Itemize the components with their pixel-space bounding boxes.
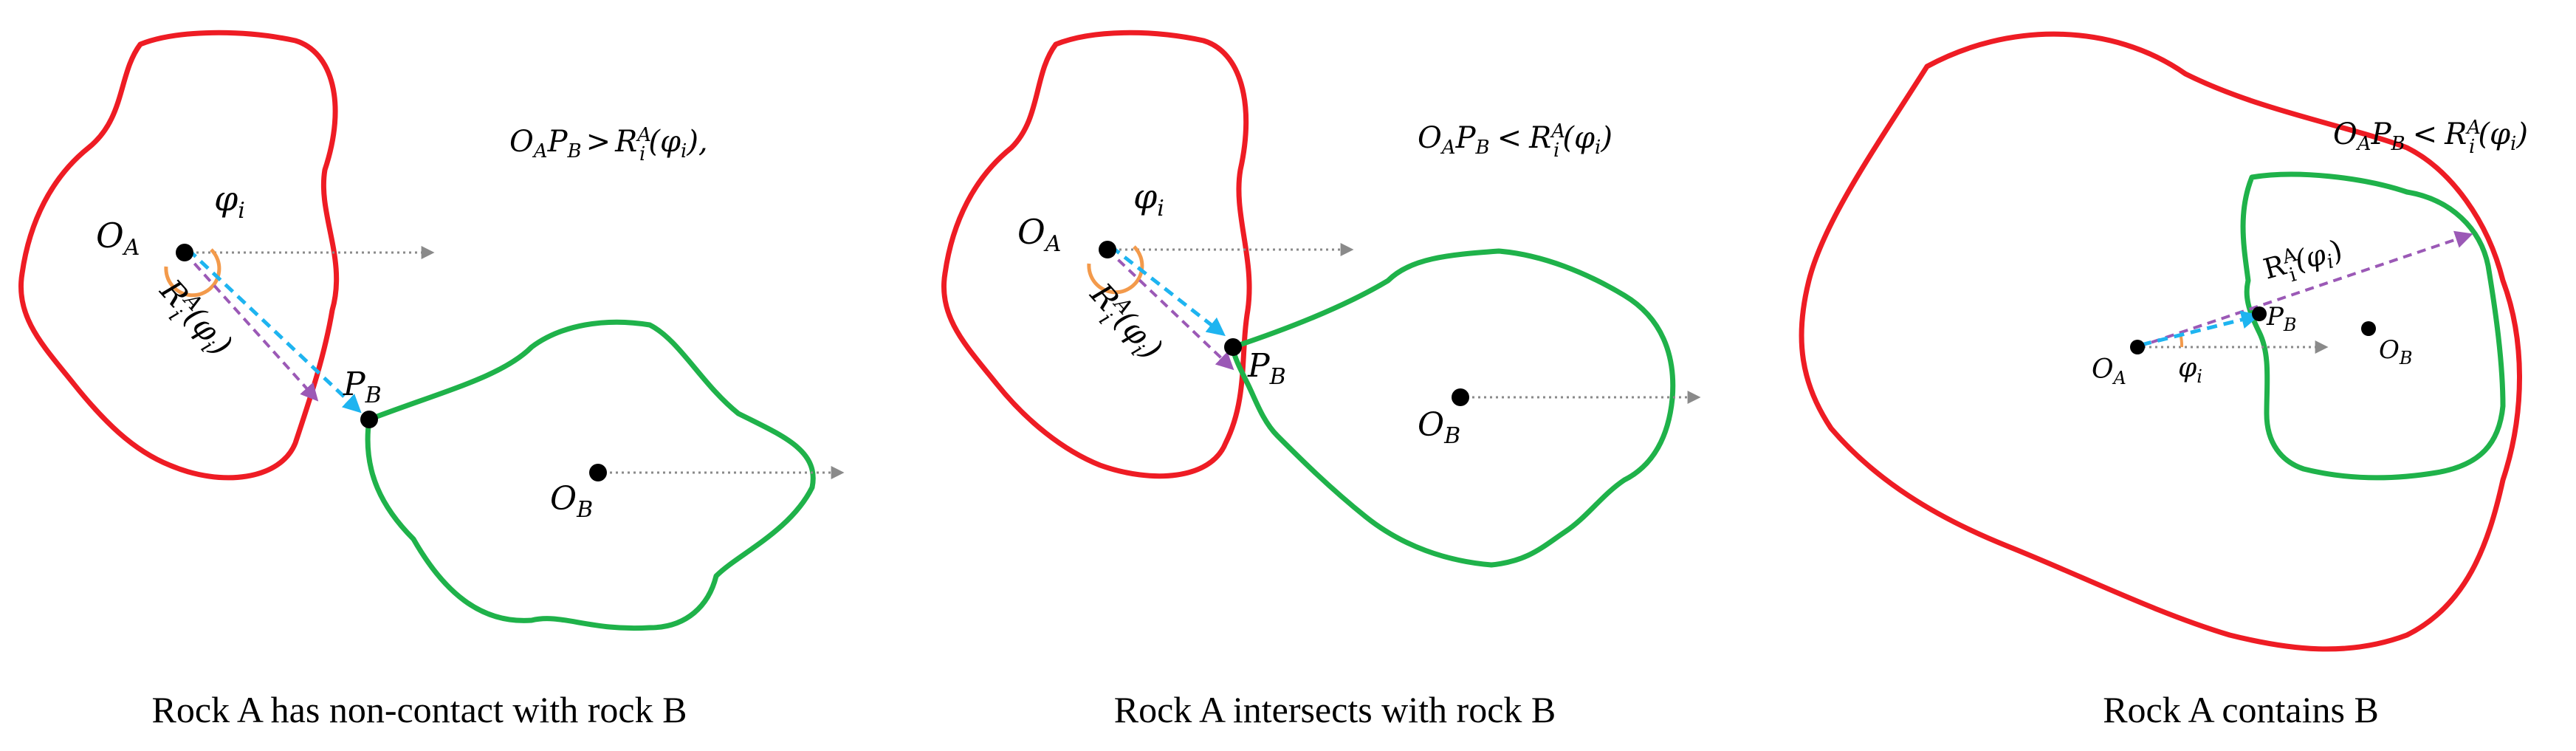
rock-b-outline [365, 319, 816, 631]
contact-point-pb [1224, 338, 1242, 356]
rock-a-outline [941, 30, 1252, 479]
center-to-point-arrow [1110, 245, 1226, 337]
label-phi: φi [1133, 176, 1164, 222]
angle-arc [1087, 245, 1144, 295]
angle-arc [164, 248, 221, 298]
panel-caption: Rock A contains B [2103, 689, 2379, 730]
label-pb: PB [343, 366, 382, 408]
center-a-point [2130, 340, 2145, 354]
center-b-point [589, 464, 607, 481]
label-ob: OB [2379, 335, 2413, 368]
rock-a-outline [18, 30, 340, 481]
center-to-point-arrow [2140, 310, 2260, 347]
label-oa: OA [2092, 354, 2126, 388]
panel-caption: Rock A intersects with rock B [1114, 689, 1556, 730]
label-pb: PB [2266, 302, 2297, 335]
rock-b-outline [1230, 248, 1676, 568]
label-ob: OB [550, 480, 593, 523]
label-radius: RAi(φi) [1077, 274, 1172, 371]
label-phi: φi [214, 179, 245, 224]
label-phi: φi [2178, 353, 2202, 387]
center-a-point [176, 244, 193, 261]
label-ob: OB [1418, 406, 1460, 449]
rock-a-outline [1799, 31, 2522, 652]
label-radius: RAi(φi) [2259, 232, 2347, 292]
center-b-point [2361, 321, 2376, 336]
label-oa: OA [1017, 212, 1061, 257]
center-b-point [1452, 388, 1469, 406]
radius-line [183, 251, 319, 402]
label-oa: OA [96, 216, 140, 261]
contact-point-pb [2252, 306, 2267, 321]
label-pb: PB [1247, 347, 1286, 390]
panel-caption: Rock A has non-contact with rock B [152, 689, 687, 730]
center-to-point-arrow [187, 248, 362, 414]
contact-point-pb [360, 411, 378, 428]
center-a-point [1099, 241, 1116, 258]
